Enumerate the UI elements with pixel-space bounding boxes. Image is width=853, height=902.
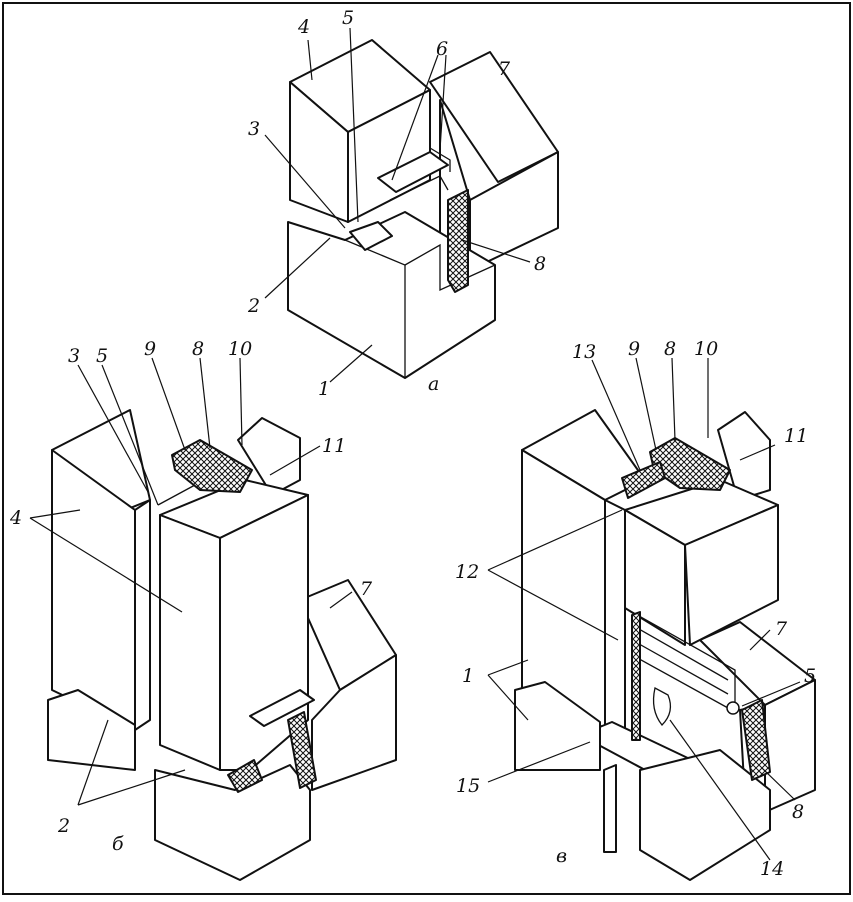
label-v-11: 11: [784, 425, 808, 447]
panel-a-block-4: [289, 39, 431, 223]
label-a-7: 7: [498, 58, 511, 80]
panel-v-rod: [603, 764, 617, 853]
panel-v: [514, 409, 816, 881]
panel-b-block-2: [47, 689, 311, 881]
panel-v-seal-8: [741, 699, 771, 781]
label-b-3: 3: [68, 345, 80, 367]
panel-v-block-1-base: [514, 681, 601, 771]
panel-v-block-lower: [639, 749, 771, 881]
leader-lines: [29, 27, 801, 861]
panel-v-profile-5: [631, 611, 740, 741]
panel-a-seal-8: [447, 189, 469, 293]
label-b-8: 8: [192, 338, 204, 360]
labels: 4 5 6 7 3 2 1 8 а 3 5 9 8 10 11 4 7 2 б …: [9, 7, 816, 880]
label-v-1: 1: [462, 665, 474, 687]
caption-b: б: [112, 833, 124, 855]
label-b-9: 9: [144, 338, 156, 360]
label-v-13: 13: [572, 341, 596, 363]
label-a-8: 8: [534, 253, 546, 275]
label-b-2: 2: [57, 815, 70, 837]
panel-v-cavity-14: [652, 687, 672, 726]
label-v-7: 7: [775, 618, 788, 640]
caption-a: а: [428, 373, 439, 395]
panel-b-block-4-left: [51, 409, 151, 731]
panel-a: [287, 39, 559, 379]
label-v-15: 15: [456, 775, 480, 797]
label-v-8-lower: 8: [792, 801, 804, 823]
label-v-9: 9: [628, 338, 640, 360]
panel-b-seal-9: [171, 439, 253, 493]
panel-b-seal-8-lower: [287, 711, 317, 789]
panel-a-profile-6: [377, 151, 449, 193]
label-v-8: 8: [664, 338, 676, 360]
panel-b-block-4-right: [159, 479, 309, 771]
panel-b-block-7: [299, 579, 397, 791]
label-a-4: 4: [297, 16, 310, 38]
label-v-5: 5: [804, 665, 816, 687]
label-b-5: 5: [96, 345, 108, 367]
panel-v-seal-9: [649, 437, 731, 491]
label-v-14: 14: [760, 858, 784, 880]
label-v-10: 10: [694, 338, 718, 360]
label-a-6: 6: [436, 38, 448, 60]
label-v-12: 12: [455, 561, 479, 583]
label-b-11: 11: [322, 435, 346, 457]
label-b-10: 10: [228, 338, 252, 360]
panel-b: [47, 409, 397, 881]
label-a-2: 2: [247, 295, 260, 317]
label-a-5: 5: [342, 7, 354, 29]
label-b-4: 4: [9, 507, 22, 529]
label-b-7: 7: [360, 578, 373, 600]
label-a-3: 3: [248, 118, 260, 140]
caption-v: в: [556, 845, 567, 867]
panel-v-slot-12: [604, 499, 626, 743]
panel-a-profile-5: [349, 221, 393, 251]
label-a-1: 1: [318, 378, 330, 400]
panel-b-seal-5-lower: [227, 759, 263, 793]
panel-b-profile-5: [249, 689, 315, 727]
panel-v-seal-13: [621, 461, 666, 499]
